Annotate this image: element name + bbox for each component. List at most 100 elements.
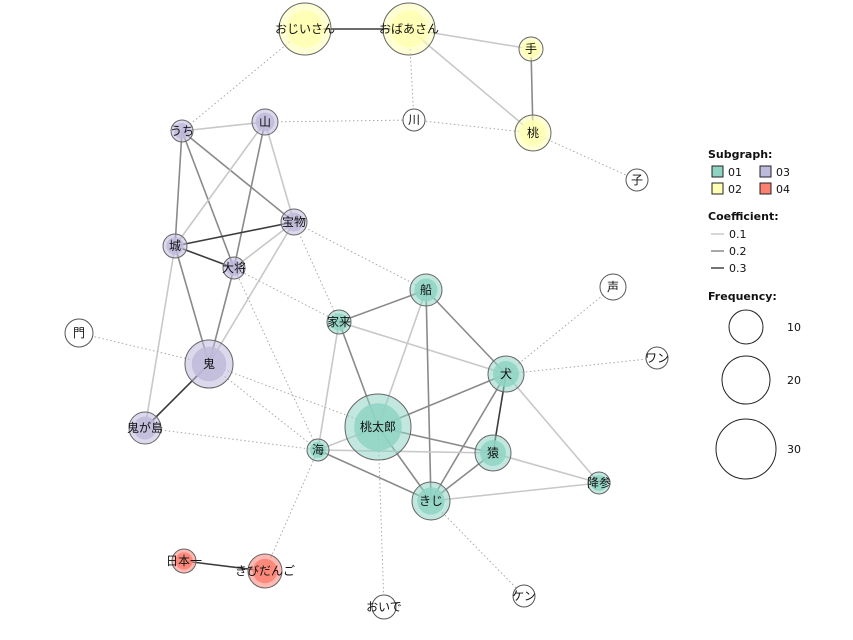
node-mon[interactable]: 門 [64,318,94,348]
node-label: うち [170,124,194,138]
edges-layer [78,28,658,608]
node-kosan[interactable]: 降参 [587,471,611,495]
node-kibidango[interactable]: きびだんご [235,553,295,589]
node-circle [64,318,94,348]
edge-kiji-ken [430,500,525,597]
node-kerai[interactable]: 家来 [326,309,352,335]
legend-subgraph-01: 01 [728,166,742,179]
edge-kerai-inu [338,321,507,375]
edge-yama-shiro [174,121,266,247]
node-yama[interactable]: 山 [251,108,279,136]
node-taisho[interactable]: 大将 [222,256,246,280]
edge-ojiisan-uchi [181,28,306,132]
node-label: ワン [645,351,669,365]
edge-takara-kerai [293,221,340,323]
node-ken[interactable]: ケン [512,584,536,608]
node-label: きじ [419,494,443,508]
node-core [174,123,190,139]
edge-inu-koe [505,286,614,375]
node-umi[interactable]: 海 [306,438,330,462]
node-core [417,487,445,515]
node-nihonichi[interactable]: 日本一 [166,548,202,574]
node-core [286,10,324,48]
node-label: 家来 [327,314,351,329]
node-oide[interactable]: おいで [366,594,402,620]
node-label: 降参 [587,475,611,490]
edge-yama-taisho [233,121,266,269]
legend: Subgraph: 01 03 02 04 Coefficient: 0.1 0… [708,148,801,480]
node-kiji[interactable]: きじ [411,481,451,521]
node-label: 猿 [487,445,499,460]
node-kawa[interactable]: 川 [402,108,426,132]
node-label: 門 [73,326,85,340]
node-te[interactable]: 手 [518,36,544,62]
node-label: 子 [631,173,643,187]
node-takara[interactable]: 宝物 [280,208,308,236]
node-core [191,346,227,382]
node-label: 海 [312,442,324,457]
edge-yama-takara [264,121,295,223]
legend-subgraph-04: 04 [776,183,790,196]
node-label: ケン [512,589,536,603]
legend-swatch-04 [759,182,772,195]
edge-umi-kiji [317,449,432,502]
legend-frequency-circle-20 [721,355,771,405]
node-label: 鬼 [203,356,215,371]
node-label: 船 [420,283,432,297]
node-wan[interactable]: ワン [645,346,669,370]
node-core [390,10,428,48]
node-core [480,440,506,466]
node-shiro[interactable]: 城 [162,233,188,259]
node-label: 桃 [527,125,539,140]
edge-takara-oni [208,221,295,365]
node-label: 城 [169,239,181,253]
edge-inu-wan [505,357,658,375]
node-onigashima[interactable]: 鬼が島 [127,411,163,445]
edge-momo-ko [532,132,638,181]
node-core [252,558,278,584]
node-core [255,112,275,132]
node-circle [371,594,397,620]
edge-uchi-yama [181,121,266,132]
node-inu[interactable]: 犬 [487,355,525,393]
node-ko[interactable]: 子 [625,168,649,192]
node-circle [599,273,627,301]
node-core [175,552,193,570]
node-momotaro[interactable]: 桃太郎 [344,393,412,461]
node-label: きびだんご [235,563,295,578]
node-core [354,403,402,451]
node-koe[interactable]: 声 [599,273,627,301]
node-circle [512,584,536,608]
node-core [166,237,184,255]
legend-subgraph-02: 02 [728,183,742,196]
node-label: 日本一 [166,554,202,568]
node-core [226,260,242,276]
node-label: 大将 [222,261,246,275]
edge-oni-umi [208,363,319,451]
legend-frequency-circle-30 [715,418,777,480]
node-label: おばあさん [379,22,439,36]
edge-kiji-kosan [430,482,600,502]
legend-subgraph-title: Subgraph: [708,148,772,161]
node-core [133,416,157,440]
node-oni[interactable]: 鬼 [184,339,234,389]
node-core [591,475,607,491]
node-circle [645,346,669,370]
edge-umi-kibidango [264,449,319,572]
node-saru[interactable]: 猿 [474,434,512,472]
node-fune[interactable]: 船 [409,273,443,307]
node-uchi[interactable]: うち [170,119,194,143]
node-core [522,40,540,58]
legend-coef-3: 0.3 [729,262,747,275]
node-momo[interactable]: 桃 [514,114,552,152]
node-core [414,278,438,302]
legend-coef-1: 0.1 [729,228,747,241]
node-ojiisan[interactable]: おじいさん [275,2,335,56]
node-obaasan[interactable]: おばあさん [379,2,439,56]
edge-takara-fune [293,221,427,291]
node-label: 犬 [500,367,512,381]
legend-frequency-10: 10 [787,321,801,334]
node-label: 山 [259,115,271,129]
